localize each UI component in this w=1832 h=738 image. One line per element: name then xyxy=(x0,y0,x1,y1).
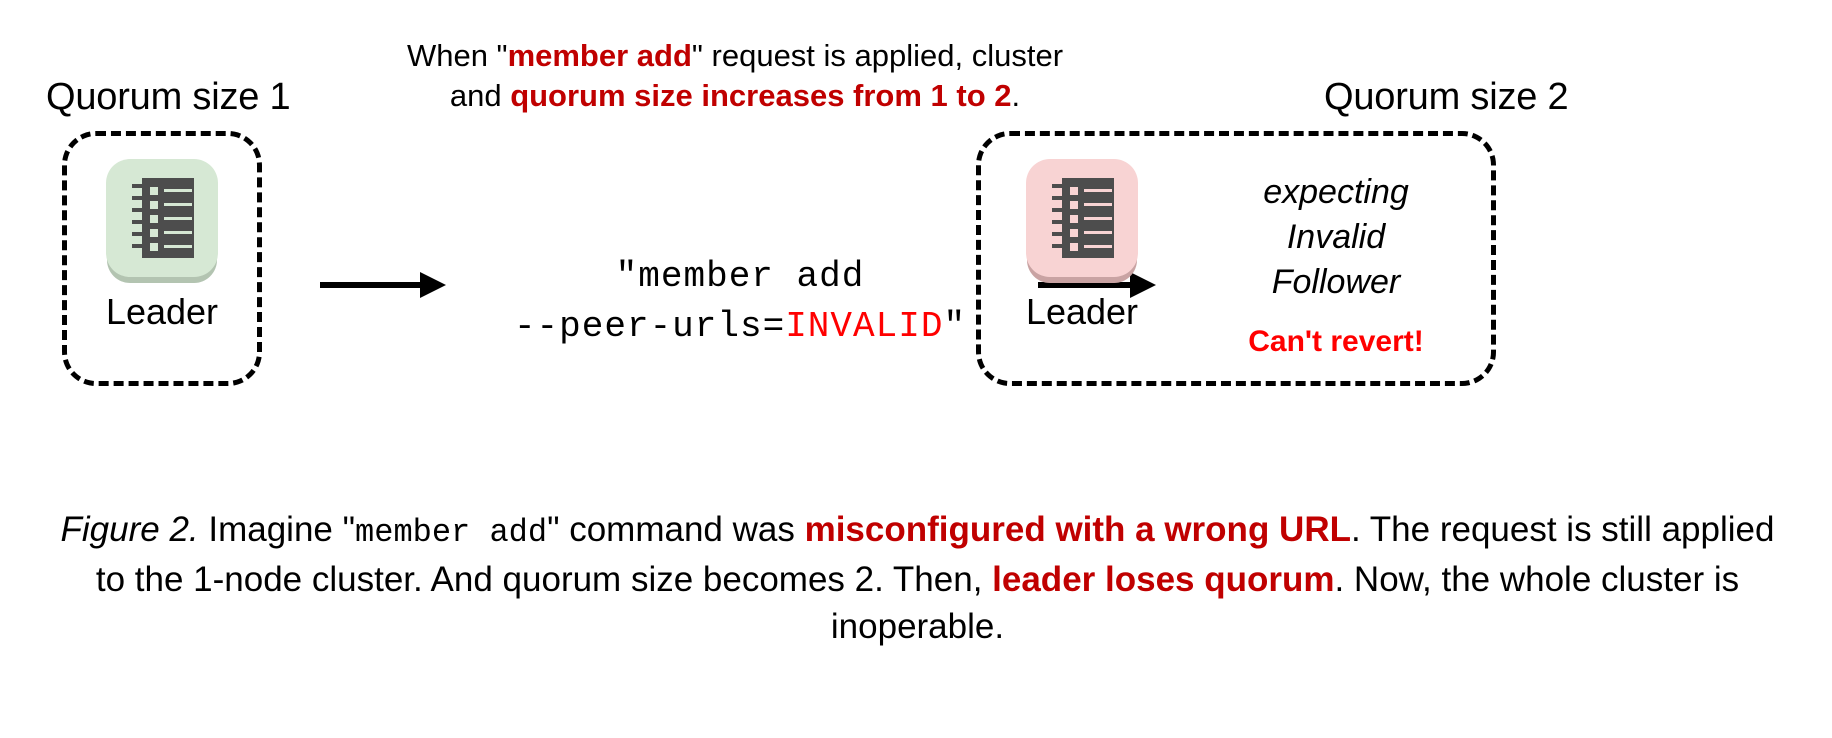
top-note-emphasis-member-add: member add xyxy=(507,38,692,73)
arrow-head xyxy=(420,272,446,298)
caption-emphasis-misconfigured: misconfigured with a wrong URL xyxy=(804,510,1351,549)
command-text: "member add --peer-urls=INVALID" xyxy=(460,252,1020,352)
top-note-emphasis-quorum-increase: quorum size increases from 1 to 2 xyxy=(510,78,1012,113)
right-cluster-node: Leader xyxy=(1012,159,1152,333)
caption-s2: " command was xyxy=(547,510,805,549)
caption-s3: . The request is still applied to the 1-… xyxy=(95,510,1775,599)
right-cluster-box xyxy=(976,131,1496,386)
left-cluster-box xyxy=(62,131,262,386)
top-note-part3: . xyxy=(1011,78,1021,113)
caption-emphasis-leader-loses-quorum: leader loses quorum xyxy=(992,560,1335,599)
left-cluster-node: Leader xyxy=(92,159,232,333)
notebook-icon xyxy=(106,159,218,277)
caption-mono-member-add: member add xyxy=(355,514,548,551)
cant-revert-warning: Can't revert! xyxy=(1248,325,1424,358)
annotation-line-1: expecting xyxy=(1263,173,1409,211)
command-line-1: "member add xyxy=(615,256,865,297)
left-node-label: Leader xyxy=(105,291,219,332)
command-invalid-value: INVALID xyxy=(785,306,944,347)
arrow-head xyxy=(1130,272,1156,298)
command-line-2: --peer-urls=INVALID" xyxy=(460,302,1020,352)
top-note-part2: " request is applied, cluster and xyxy=(449,38,1064,113)
arrow-shaft xyxy=(320,282,424,288)
command-line-2-prefix: --peer-urls= xyxy=(513,306,786,347)
right-node-label: Leader xyxy=(1025,291,1139,332)
arrow-right-icon-left xyxy=(320,268,448,302)
annotation-line-2: Invalid xyxy=(1286,218,1386,256)
arrow-shaft xyxy=(1038,282,1134,288)
expecting-follower-annotation: expecting Invalid Follower xyxy=(1206,170,1466,305)
caption-s1: Imagine " xyxy=(198,510,356,549)
top-note: When "member add" request is applied, cl… xyxy=(390,36,1080,116)
figure-label: Figure 2. xyxy=(60,510,199,549)
figure-caption: Figure 2. Imagine "member add" command w… xyxy=(55,506,1780,650)
right-cluster-title: Quorum size 2 xyxy=(1324,76,1569,118)
command-line-2-suffix: " xyxy=(943,306,967,347)
top-note-part1: When " xyxy=(406,38,508,73)
arrow-right-icon-right xyxy=(1038,268,1158,302)
left-cluster-title: Quorum size 1 xyxy=(46,76,291,118)
annotation-line-3: Follower xyxy=(1271,263,1401,301)
caption-s4: . Now, the whole cluster is inoperable. xyxy=(830,560,1740,646)
notebook-icon xyxy=(1026,159,1138,277)
